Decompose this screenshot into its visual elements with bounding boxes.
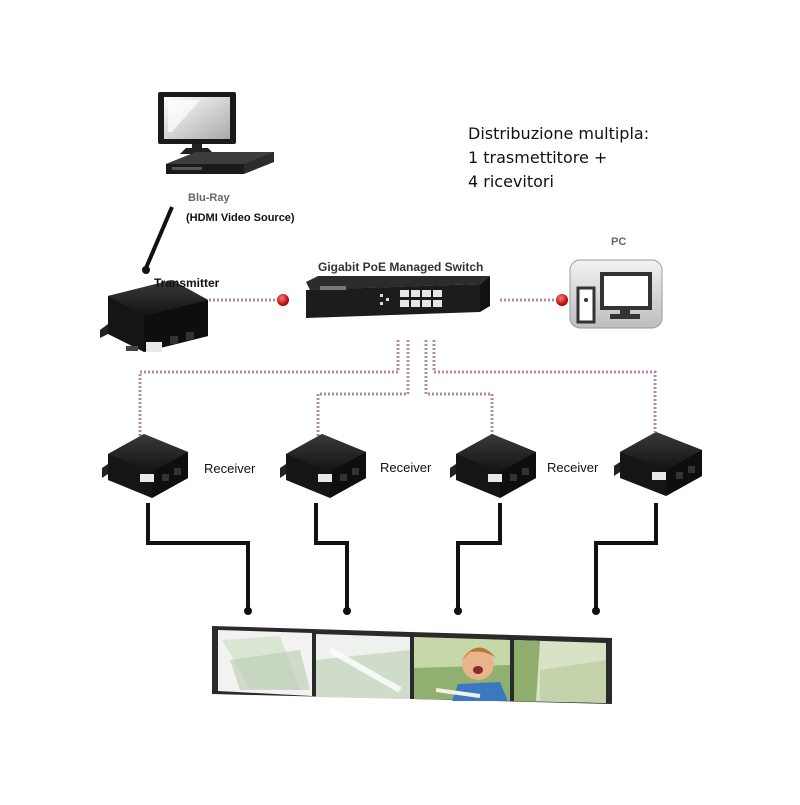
source-subtitle-label: (HDMI Video Source) (186, 212, 295, 224)
monitor-icon (158, 92, 236, 154)
hdmi-cable-2 (314, 503, 349, 608)
screen-4 (514, 640, 606, 703)
video-wall-icon (212, 626, 612, 704)
connector-icon (277, 294, 289, 306)
receiver-device-1 (102, 434, 188, 498)
hdmi-cable-3 (456, 503, 502, 608)
cable-receiver-3 (424, 340, 494, 436)
hdmi-cables (144, 206, 658, 608)
description-line-3: 4 ricevitori (468, 172, 554, 191)
diagram-description: Distribuzione multipla: 1 trasmettitore … (468, 122, 649, 194)
pc-icon (569, 259, 663, 329)
receiver-label-3: Receiver (547, 460, 599, 475)
screen-2 (316, 634, 410, 699)
cable-source-transmitter (144, 206, 174, 269)
receiver-device-4 (614, 432, 702, 496)
pc-label: PC (611, 236, 627, 248)
receiver-label-2: Receiver (380, 460, 432, 475)
cable-receiver-4 (432, 340, 657, 432)
transmitter-device (100, 280, 208, 352)
network-cables (138, 298, 657, 436)
receiver-device-2 (280, 434, 366, 498)
cable-receiver-1 (138, 340, 400, 436)
bluray-player-icon (166, 152, 274, 174)
description-line-1: Distribuzione multipla: (468, 124, 650, 143)
screen-1 (218, 630, 312, 696)
network-switch-icon (306, 276, 490, 318)
receiver-label-1: Receiver (204, 461, 256, 476)
hdmi-cable-1 (146, 503, 250, 608)
transmitter-label: Transmitter (154, 276, 220, 290)
hdmi-cable-4 (594, 503, 658, 608)
description-line-2: 1 trasmettitore + (468, 148, 608, 167)
source-name-label: Blu-Ray (188, 192, 230, 204)
cable-plugs (142, 266, 600, 615)
switch-label: Gigabit PoE Managed Switch (318, 260, 484, 274)
connector-icon (556, 294, 568, 306)
cable-receiver-2 (316, 340, 410, 436)
connector-dots (277, 294, 568, 306)
receiver-device-3 (450, 434, 536, 498)
screen-3 (414, 637, 510, 701)
